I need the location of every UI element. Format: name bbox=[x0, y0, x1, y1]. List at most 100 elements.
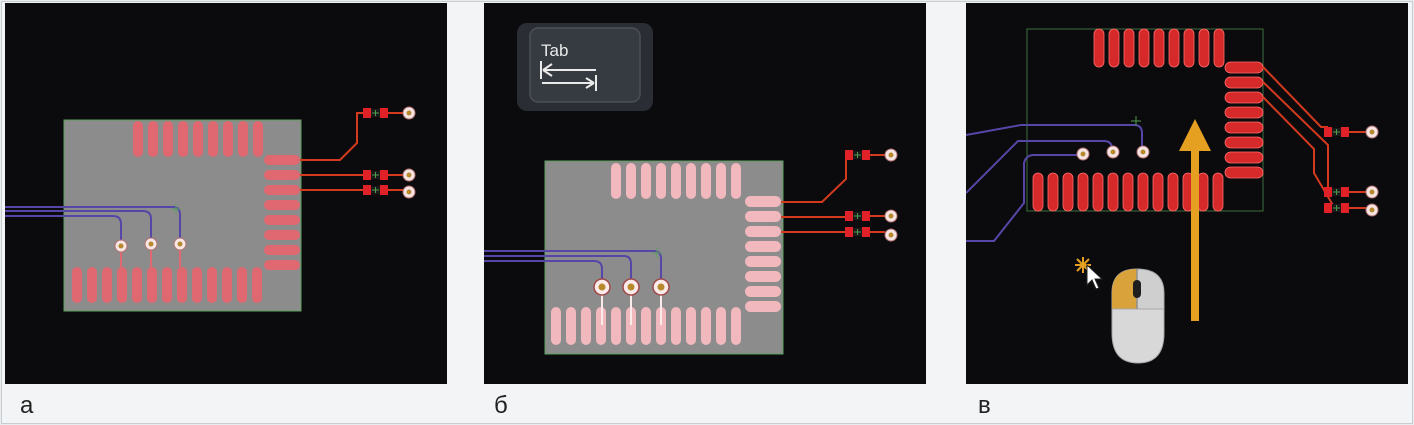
bottom-pad-row bbox=[551, 307, 741, 345]
pad bbox=[641, 307, 651, 345]
pad bbox=[264, 215, 300, 225]
pad bbox=[1168, 28, 1180, 68]
pad bbox=[252, 267, 262, 303]
pad bbox=[745, 271, 781, 282]
pad bbox=[1224, 121, 1264, 134]
mouse-wheel bbox=[1133, 280, 1141, 298]
pad bbox=[745, 301, 781, 312]
pad bbox=[1198, 28, 1210, 68]
pad bbox=[178, 121, 188, 157]
resistor-marker bbox=[372, 172, 379, 178]
red-traces bbox=[781, 155, 848, 233]
blue-trace bbox=[5, 215, 122, 244]
via-hole bbox=[148, 241, 154, 247]
resistor-1 bbox=[363, 106, 416, 120]
resistor-2 bbox=[363, 168, 416, 182]
resistor-pad bbox=[845, 211, 853, 221]
pad bbox=[1092, 172, 1104, 212]
top-pad-row bbox=[611, 163, 741, 199]
resistor-marker bbox=[1333, 129, 1340, 135]
resistor-pad bbox=[363, 185, 371, 195]
resistor-marker bbox=[1333, 189, 1340, 195]
pad bbox=[626, 163, 636, 199]
pad bbox=[686, 163, 696, 199]
pad bbox=[133, 121, 143, 157]
resistor-pad bbox=[845, 227, 853, 237]
pad bbox=[1137, 172, 1149, 212]
blue-trace bbox=[966, 124, 1143, 149]
resistor-pad bbox=[862, 227, 870, 237]
pad bbox=[1213, 28, 1225, 68]
vias bbox=[593, 278, 670, 296]
resistor-pad bbox=[862, 150, 870, 160]
key-cap bbox=[529, 27, 641, 103]
test-point-hole bbox=[1369, 207, 1375, 213]
blue-trace bbox=[966, 154, 1078, 242]
origin-marker bbox=[171, 204, 181, 214]
mouse-left-button bbox=[1112, 269, 1137, 309]
resistor-1 bbox=[1324, 125, 1379, 139]
pad bbox=[731, 163, 741, 199]
pad bbox=[1224, 166, 1264, 179]
via-hole bbox=[1080, 151, 1086, 157]
pad bbox=[671, 163, 681, 199]
resistor-2 bbox=[845, 209, 898, 223]
pad bbox=[566, 307, 576, 345]
resistor-marker bbox=[854, 229, 861, 235]
pad bbox=[162, 267, 172, 303]
pad bbox=[611, 163, 621, 199]
mouse-body bbox=[1111, 308, 1165, 364]
pad bbox=[1224, 61, 1264, 74]
origin-marker bbox=[652, 248, 662, 258]
spark-lines bbox=[1075, 257, 1091, 273]
via-hole bbox=[657, 283, 665, 291]
pad bbox=[1167, 172, 1179, 212]
resistor-3 bbox=[363, 185, 416, 199]
bottom-pad-row bbox=[1032, 172, 1224, 212]
resistor-pad bbox=[1341, 203, 1349, 213]
pad bbox=[102, 267, 112, 303]
pad bbox=[264, 200, 300, 210]
pad bbox=[641, 163, 651, 199]
pad bbox=[1212, 172, 1224, 212]
resistor-marker bbox=[372, 110, 379, 116]
pad bbox=[1183, 28, 1195, 68]
pad bbox=[1123, 28, 1135, 68]
pad bbox=[611, 307, 621, 345]
pad bbox=[264, 170, 300, 180]
pad bbox=[745, 256, 781, 267]
pad bbox=[701, 307, 711, 345]
pad bbox=[264, 155, 300, 165]
resistor-pad bbox=[380, 185, 388, 195]
mouse-icon bbox=[1111, 268, 1165, 364]
resistor-pad bbox=[862, 211, 870, 221]
pad bbox=[745, 196, 781, 207]
via-hole bbox=[177, 241, 183, 247]
pad bbox=[745, 211, 781, 222]
vias bbox=[114, 237, 187, 253]
right-pad-column bbox=[1224, 61, 1264, 179]
pad bbox=[551, 307, 561, 345]
pad bbox=[1047, 172, 1059, 212]
via-hole bbox=[1140, 149, 1146, 155]
resistor-pad bbox=[363, 170, 371, 180]
resistor-2 bbox=[1324, 185, 1379, 199]
pad bbox=[596, 307, 606, 345]
pad bbox=[686, 307, 696, 345]
pad bbox=[148, 121, 158, 157]
resistor-3 bbox=[1324, 203, 1379, 217]
caption-a: а bbox=[20, 392, 34, 419]
panel-a bbox=[5, 3, 447, 384]
caption-b: б bbox=[494, 392, 508, 419]
pad bbox=[1093, 28, 1105, 68]
pad bbox=[223, 121, 233, 157]
pad bbox=[264, 260, 300, 270]
test-point-hole bbox=[406, 110, 412, 116]
right-pad-column bbox=[264, 155, 300, 270]
pad bbox=[1077, 172, 1089, 212]
test-point-hole bbox=[1369, 189, 1375, 195]
pad bbox=[745, 226, 781, 237]
test-point-hole bbox=[888, 232, 894, 238]
red-trace bbox=[781, 155, 848, 203]
resistor-pad bbox=[380, 170, 388, 180]
